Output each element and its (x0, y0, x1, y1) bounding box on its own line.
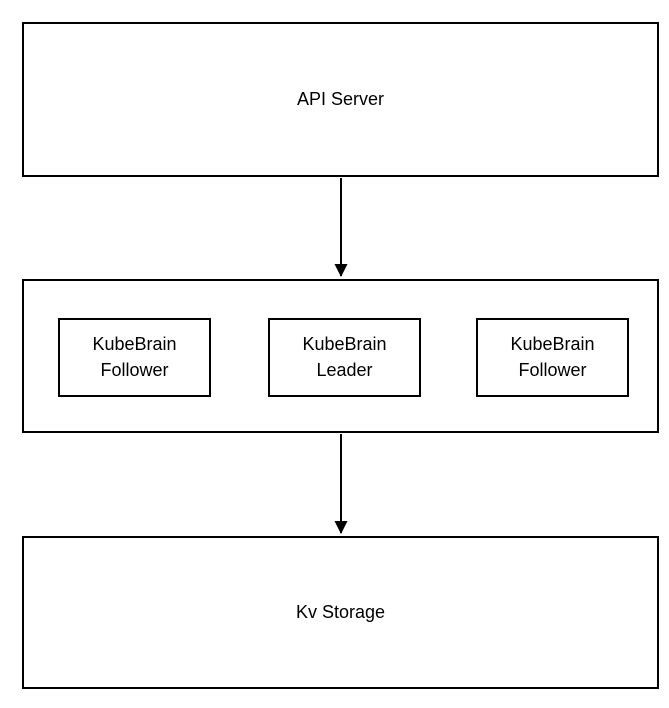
node-api-server-label: API Server (296, 88, 385, 109)
node-kubebrain-follower-left: KubeBrain Follower (58, 318, 211, 397)
node-kubebrain-follower-right: KubeBrain Follower (476, 318, 629, 397)
node-kubebrain-follower-left-label: KubeBrain Follower (92, 334, 177, 380)
node-api-server: API Server (22, 22, 659, 177)
node-kv-storage-label: Kv Storage (295, 601, 386, 622)
node-kv-storage: Kv Storage (22, 536, 659, 689)
node-kubebrain-follower-right-label: KubeBrain Follower (510, 334, 595, 380)
node-kubebrain-cluster: KubeBrain Follower KubeBrain Leader Kube… (22, 279, 659, 433)
node-kubebrain-leader: KubeBrain Leader (268, 318, 421, 397)
node-kubebrain-leader-label: KubeBrain Leader (302, 334, 387, 380)
